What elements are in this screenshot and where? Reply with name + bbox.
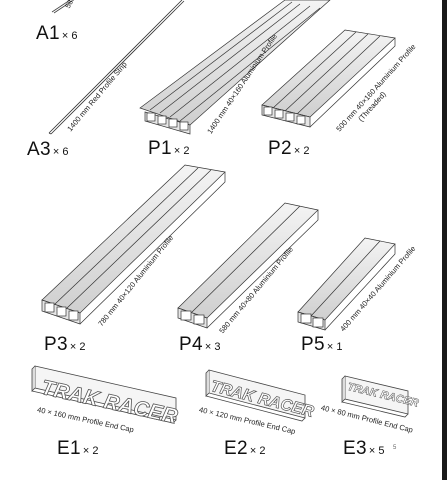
e2-code: E2 xyxy=(224,438,248,459)
e3-qty: × 5 xyxy=(368,445,385,457)
p5-qty: × 1 xyxy=(326,341,343,353)
a3-strip-drawing xyxy=(48,0,185,135)
p1-qty: × 2 xyxy=(173,145,190,157)
page-edge-bar xyxy=(442,0,447,480)
e1-code: E1 xyxy=(57,438,81,459)
e3-code: E3 xyxy=(343,438,367,459)
p5-code: P5 xyxy=(301,334,325,355)
p5-profile-drawing xyxy=(297,237,396,331)
p1-profile-drawing xyxy=(139,0,331,135)
p4-label: P4× 3 xyxy=(179,334,220,356)
p2-label: P2× 2 xyxy=(268,138,309,160)
e2-label: E2× 2 xyxy=(224,438,265,460)
e2-end-cap-drawing xyxy=(205,369,306,422)
p2-qty: × 2 xyxy=(293,145,310,157)
e2-qty: × 2 xyxy=(249,445,266,457)
p4-code: P4 xyxy=(179,334,203,355)
p3-code: P3 xyxy=(44,334,68,355)
a1-label: A1× 6 xyxy=(36,23,77,45)
p2-code: P2 xyxy=(268,138,292,159)
p3-qty: × 2 xyxy=(69,341,86,353)
e1-end-cap-drawing xyxy=(31,365,177,424)
e3-label: E3× 5 xyxy=(343,438,384,460)
p3-profile-drawing xyxy=(41,164,226,325)
p3-label: P3× 2 xyxy=(44,334,85,356)
p1-code: P1 xyxy=(148,138,172,159)
a3-label: A3× 6 xyxy=(27,139,68,161)
a3-code: A3 xyxy=(27,139,51,160)
a1-qty: × 6 xyxy=(61,30,78,42)
a1-code: A1 xyxy=(36,23,60,44)
e1-label: E1× 2 xyxy=(57,438,98,460)
p4-qty: × 3 xyxy=(204,341,221,353)
p2-profile-drawing xyxy=(261,29,396,128)
e1-qty: × 2 xyxy=(82,445,99,457)
page-number: 5 xyxy=(393,445,397,451)
p1-label: P1× 2 xyxy=(148,138,189,160)
a1-strip-drawing xyxy=(51,0,73,14)
p5-label: P5× 1 xyxy=(301,334,342,356)
a3-qty: × 6 xyxy=(52,146,69,158)
p4-profile-drawing xyxy=(177,202,319,329)
e3-end-cap-drawing xyxy=(341,375,409,418)
